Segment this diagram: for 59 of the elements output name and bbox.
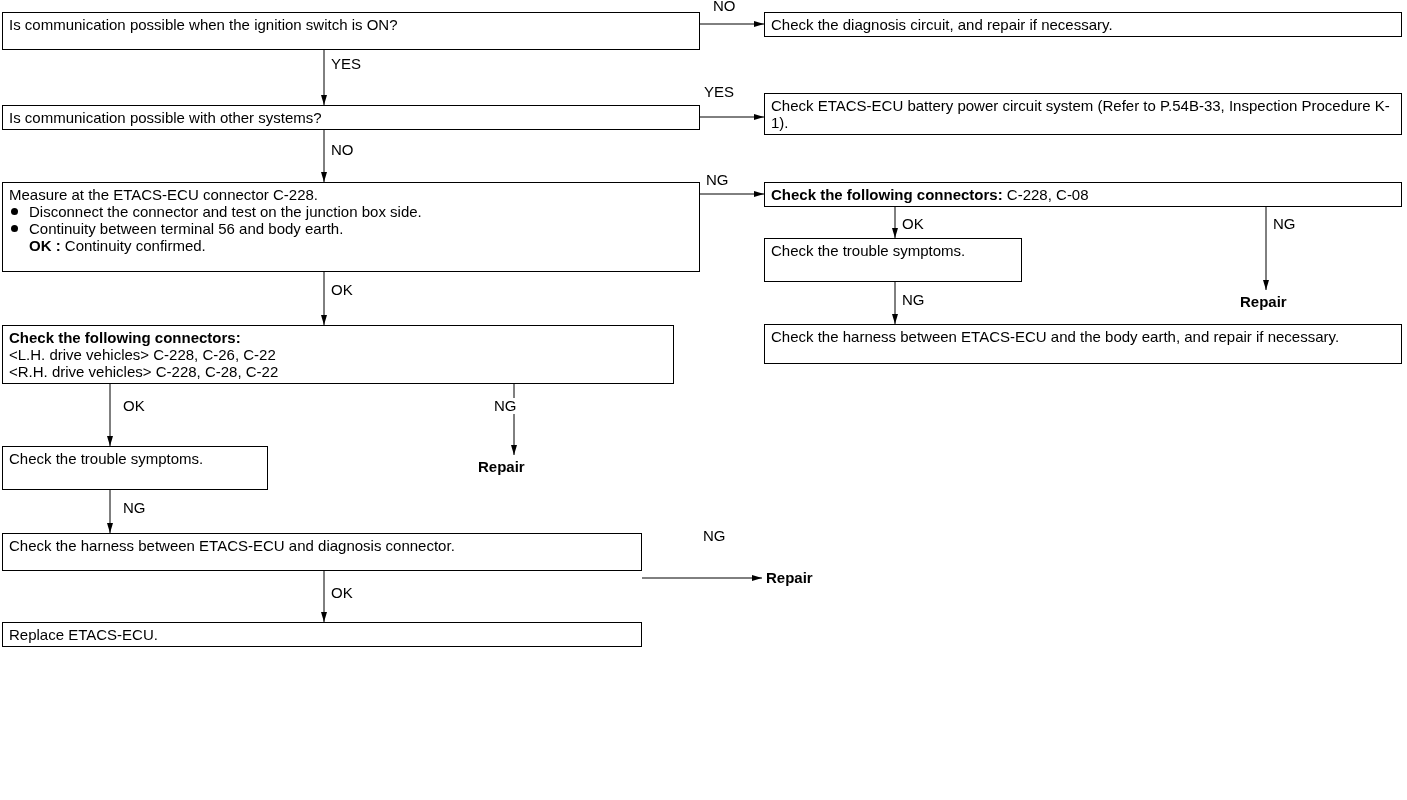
arrow bbox=[321, 570, 327, 623]
process-box bbox=[2, 446, 268, 490]
edge-label: OK bbox=[330, 585, 354, 601]
arrow bbox=[107, 382, 113, 447]
edge-label: OK bbox=[901, 216, 925, 232]
edge-label: NG bbox=[1272, 216, 1297, 232]
process-box bbox=[764, 238, 1022, 282]
box-text: Is communication possible when the ignition switch is ON? bbox=[9, 16, 399, 33]
edge-label: NO bbox=[330, 142, 355, 158]
process-box bbox=[764, 93, 1402, 135]
process-box bbox=[2, 533, 642, 571]
edge-label: YES bbox=[330, 56, 362, 72]
arrow bbox=[1263, 205, 1269, 291]
edge-label: OK bbox=[122, 398, 146, 414]
arrow bbox=[892, 281, 898, 325]
arrow bbox=[699, 114, 765, 120]
edge-label: YES bbox=[703, 84, 735, 100]
arrow bbox=[699, 191, 765, 197]
process-box bbox=[2, 622, 642, 647]
process-box bbox=[2, 12, 700, 50]
bullet-item: Disconnect the connector and test on the junction box side. bbox=[9, 203, 693, 220]
arrow bbox=[699, 21, 765, 27]
edge-label: NO bbox=[712, 0, 737, 14]
box-text: Check the trouble symptoms. bbox=[771, 242, 967, 259]
box-text: Is communication possible with other systems? bbox=[9, 109, 323, 126]
outcome-text: Repair bbox=[1240, 293, 1292, 311]
edge-label: NG bbox=[702, 528, 727, 544]
box-text: Check ETACS-ECU battery power circuit system (Refer to P.54B-33, Inspection Procedure K-1). bbox=[771, 97, 1391, 131]
arrow bbox=[641, 575, 763, 581]
process-box bbox=[2, 325, 674, 384]
box-text: Check the diagnosis circuit, and repair if necessary. bbox=[771, 16, 1114, 33]
box-text: Check the trouble symptoms. bbox=[9, 450, 205, 467]
box-text: Check the harness between ETACS-ECU and diagnosis connector. bbox=[9, 537, 456, 554]
box-text: <R.H. drive vehicles> C-228, C-28, C-22 bbox=[9, 363, 280, 380]
arrow bbox=[321, 49, 327, 106]
box-text: Check the harness between ETACS-ECU and the body earth, and repair if necessary. bbox=[771, 328, 1341, 345]
arrow bbox=[892, 205, 898, 239]
process-box bbox=[2, 105, 700, 130]
process-box bbox=[2, 182, 700, 272]
edge-label: NG bbox=[122, 500, 147, 516]
edge-label: NG bbox=[901, 292, 926, 308]
box-text: Check the following connectors: bbox=[9, 329, 242, 346]
process-box bbox=[764, 182, 1402, 207]
edge-label: OK bbox=[330, 282, 354, 298]
box-text: Measure at the ETACS-ECU connector C-228. bbox=[9, 186, 320, 203]
arrow bbox=[107, 489, 113, 534]
edge-label: NG bbox=[493, 398, 518, 414]
edge-label: NG bbox=[705, 172, 730, 188]
box-text: Check the following connectors: C-228, C-08 bbox=[771, 186, 1090, 203]
box-text: OK : Continuity confirmed. bbox=[28, 237, 207, 254]
bullet-item: Continuity between terminal 56 and body earth. bbox=[9, 220, 693, 237]
outcome-text: Repair bbox=[766, 569, 818, 587]
outcome-text: Repair bbox=[478, 458, 530, 476]
arrow bbox=[321, 271, 327, 326]
process-box bbox=[764, 12, 1402, 37]
box-text: Replace ETACS-ECU. bbox=[9, 626, 159, 643]
process-box bbox=[764, 324, 1402, 364]
arrow bbox=[321, 128, 327, 183]
box-text: <L.H. drive vehicles> C-228, C-26, C-22 bbox=[9, 346, 277, 363]
